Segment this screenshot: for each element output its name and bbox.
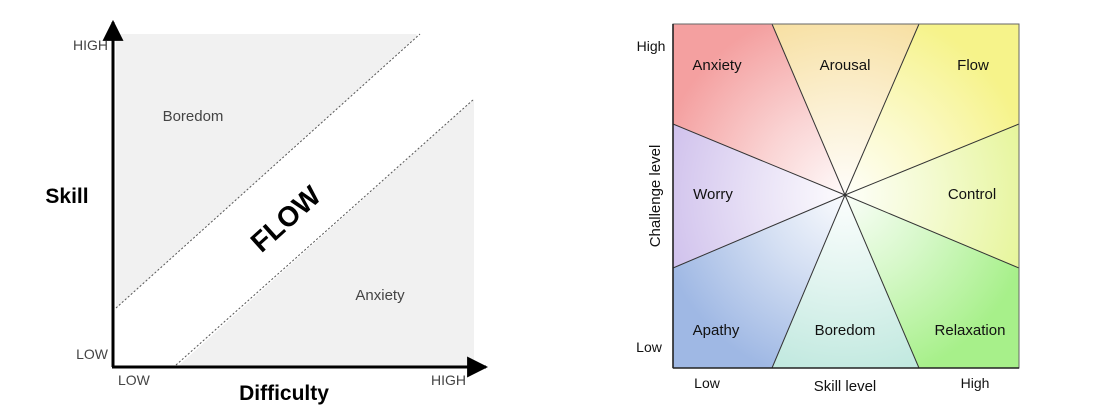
sector-label-boredom: Boredom	[815, 322, 876, 339]
skill-level-axis-label: Skill level	[814, 378, 877, 395]
sector-divider-line	[771, 23, 846, 196]
skill-high-tick: High	[961, 375, 990, 391]
difficulty-low-tick: LOW	[118, 372, 151, 388]
sector-label-flow: Flow	[957, 57, 989, 74]
sector-label-apathy: Apathy	[693, 322, 740, 339]
challenge-low-tick: Low	[636, 339, 663, 355]
skill-low-tick: LOW	[76, 346, 109, 362]
center-fade-overlay	[673, 24, 1019, 368]
sector-divider-line	[771, 194, 846, 369]
sector-label-worry: Worry	[693, 186, 733, 203]
skill-axis-label: Skill	[45, 185, 88, 208]
sector-label-arousal: Arousal	[820, 57, 871, 74]
sector-divider-line	[672, 123, 846, 196]
skill-low-tick: Low	[694, 375, 721, 391]
challenge-high-tick: High	[637, 38, 666, 54]
flow-upper-boundary	[115, 33, 421, 309]
skill-high-tick: HIGH	[73, 37, 108, 53]
difficulty-axis-label: Difficulty	[239, 382, 329, 405]
difficulty-high-tick: HIGH	[431, 372, 466, 388]
sector-divider-line	[672, 194, 846, 269]
left-flow-diagram: Skill Difficulty HIGH LOW LOW HIGH Bored…	[45, 19, 489, 405]
sector-divider-line	[844, 23, 920, 196]
sector-divider-line	[844, 194, 1020, 269]
flow-channel-band	[116, 34, 474, 368]
sector-label-anxiety: Anxiety	[692, 57, 742, 74]
flow-lower-boundary	[175, 98, 475, 366]
sector-label-relaxation: Relaxation	[935, 322, 1006, 339]
sector-divider-line	[844, 123, 1020, 196]
boredom-region-label: Boredom	[163, 108, 224, 125]
sector-divider-line	[844, 194, 920, 369]
challenge-level-axis-label: Challenge level	[647, 145, 664, 248]
sector-dividers	[672, 23, 1020, 369]
anxiety-region-label: Anxiety	[355, 287, 405, 304]
sector-label-control: Control	[948, 186, 996, 203]
